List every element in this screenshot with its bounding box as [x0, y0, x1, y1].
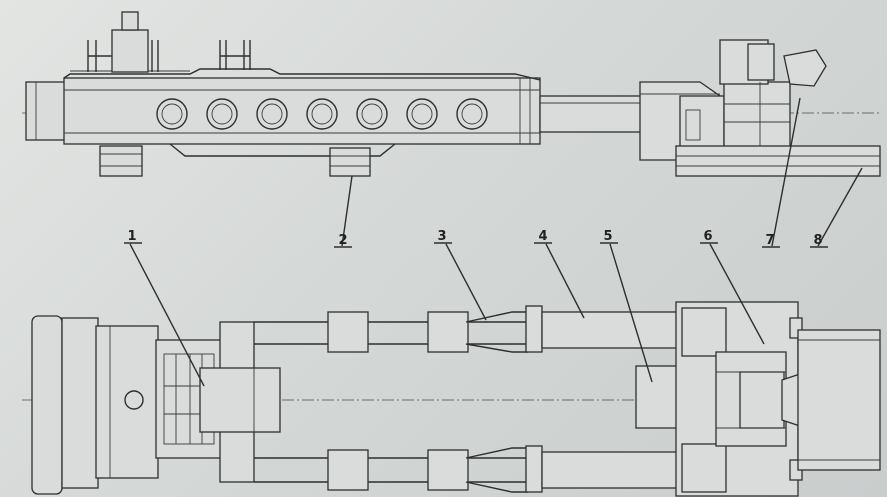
callout-7: 7 — [765, 233, 774, 248]
callout-3: 3 — [437, 229, 446, 244]
callout-8: 8 — [813, 233, 822, 248]
roller-row — [156, 98, 488, 130]
roller — [406, 98, 438, 130]
callout-4: 4 — [538, 229, 547, 244]
roller — [206, 98, 238, 130]
base-rail-plan — [797, 329, 881, 471]
callout-6: 6 — [703, 229, 712, 244]
plan-view — [22, 301, 881, 497]
callout-2: 2 — [338, 233, 347, 248]
leader-1 — [129, 243, 205, 387]
die-head — [199, 367, 281, 433]
callout-1: 1 — [127, 229, 136, 244]
cylinder-lower — [525, 445, 683, 493]
left-frame-plate — [31, 315, 63, 495]
roller — [156, 98, 188, 130]
leader-2 — [341, 175, 353, 247]
cylinder-upper — [525, 305, 683, 353]
leader-8 — [817, 167, 863, 247]
leader-3 — [445, 243, 487, 321]
callout-5: 5 — [603, 229, 612, 244]
left-end-cap — [25, 81, 67, 141]
base-rail-side — [675, 145, 881, 177]
leader-4 — [545, 243, 585, 319]
pivot-bolt — [124, 390, 144, 410]
tie-rod-lower — [254, 447, 528, 493]
left-frame-block — [61, 317, 99, 489]
top-fixture-right — [219, 40, 251, 70]
callout-leaders — [129, 97, 863, 387]
support-foot-left — [99, 145, 143, 177]
roller — [256, 98, 288, 130]
side-elevation-view — [22, 11, 881, 177]
main-beam — [63, 77, 541, 145]
roller — [456, 98, 488, 130]
tie-rod-upper — [254, 311, 528, 353]
leader-6 — [709, 243, 765, 345]
leader-7 — [771, 97, 801, 247]
left-carriage — [95, 325, 159, 479]
leader-5 — [609, 243, 653, 383]
roller — [306, 98, 338, 130]
roller — [356, 98, 388, 130]
top-fixture-left — [87, 11, 159, 73]
callout-labels: 1 2 3 4 5 6 7 8 — [124, 229, 828, 248]
piston-rod-side — [539, 95, 649, 133]
top-rail — [63, 68, 541, 81]
lower-plate — [169, 143, 396, 157]
support-foot-right — [329, 147, 371, 177]
